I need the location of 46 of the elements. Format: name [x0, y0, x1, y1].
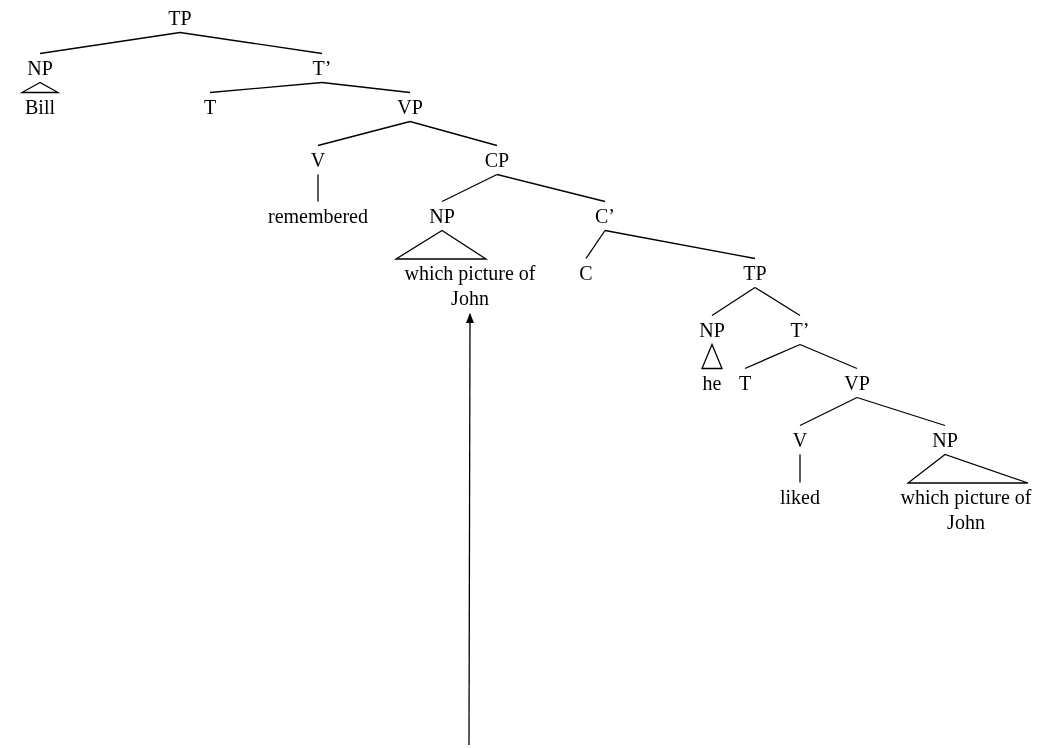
branch-line: [604, 229, 756, 260]
tree-label: NP: [27, 55, 53, 81]
tree-label: VP: [844, 370, 870, 396]
tree-label: CP: [484, 147, 510, 173]
tree-label: V: [310, 147, 326, 173]
branch-line: [744, 343, 801, 370]
branch-line: [321, 81, 411, 94]
tree-label: NP: [429, 203, 455, 229]
branch-line: [711, 286, 756, 317]
tree-label: remembered: [268, 203, 368, 229]
tree-label: VP: [397, 94, 423, 120]
triangle-branch: [19, 81, 61, 94]
triangle-branch: [701, 342, 723, 370]
tree-label: C: [579, 260, 593, 286]
tree-label: Bill: [25, 94, 55, 120]
tree-label: T: [738, 370, 752, 396]
triangle-branch: [906, 453, 1029, 484]
branch-line: [754, 286, 801, 317]
movement-arrow: [465, 312, 475, 746]
branch-line: [317, 120, 411, 147]
branch-line: [799, 453, 801, 484]
branch-line: [39, 31, 181, 55]
branch-line: [799, 343, 858, 370]
tree-label: T’: [790, 317, 810, 343]
tree-label: which picture of John: [400, 261, 540, 311]
triangle-branch: [393, 229, 489, 260]
tree-label: which picture of John: [896, 485, 1036, 535]
tree-label: C’: [595, 203, 615, 229]
branch-line: [179, 31, 323, 55]
branch-line: [496, 173, 606, 203]
tree-label: T: [203, 94, 217, 120]
tree-label: NP: [699, 317, 725, 343]
tree-label: TP: [168, 5, 192, 31]
branch-line: [441, 173, 498, 203]
tree-label: T’: [312, 55, 332, 81]
branch-line: [317, 173, 319, 203]
tree-label: he: [702, 370, 722, 396]
branch-line: [209, 81, 323, 94]
branch-line: [585, 229, 606, 260]
tree-label: TP: [743, 260, 767, 286]
branch-line: [856, 396, 946, 427]
tree-label: NP: [932, 427, 958, 453]
tree-label: liked: [780, 484, 820, 510]
tree-label: V: [792, 427, 808, 453]
branch-line: [799, 396, 858, 427]
branch-line: [409, 120, 498, 147]
